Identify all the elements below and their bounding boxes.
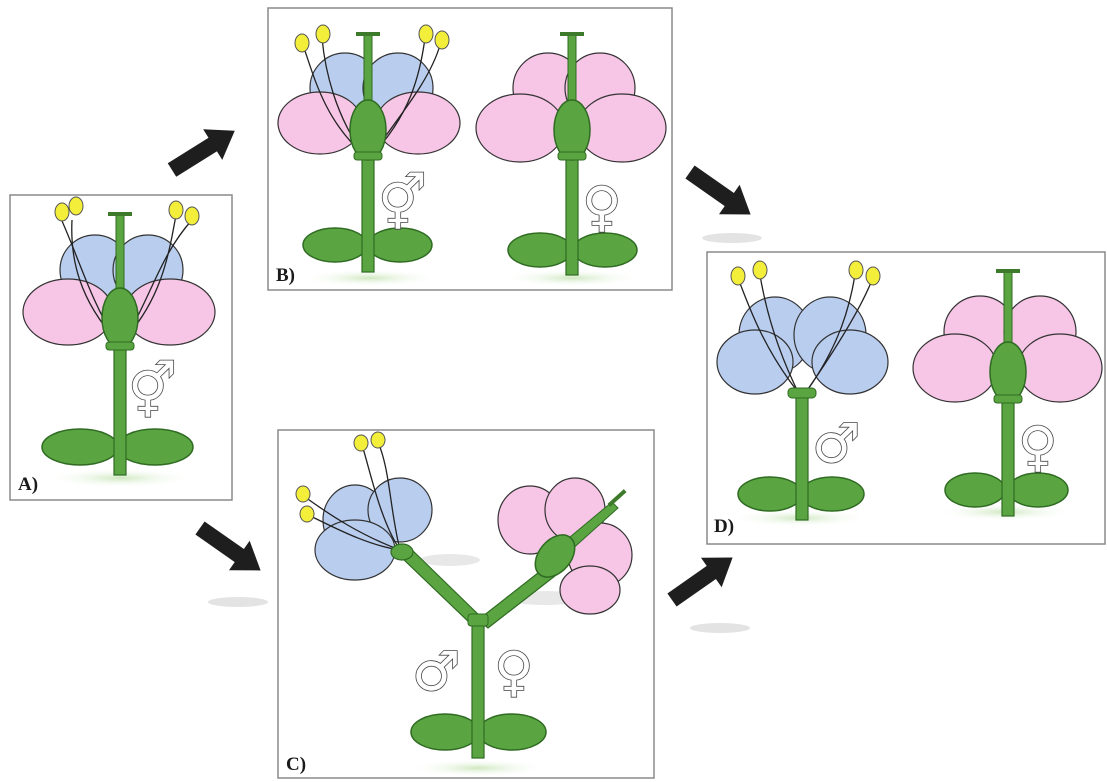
stem: [471, 619, 485, 759]
female-symbol: ♀: [582, 175, 622, 238]
male-symbol: ♂: [812, 412, 860, 475]
hermaphrodite-symbol: ⚥: [128, 360, 177, 423]
panel-a: ⚥ A): [9, 194, 233, 501]
ovary: [534, 534, 576, 578]
arrow-b-to-d: [685, 165, 751, 215]
anther: [294, 33, 310, 53]
leaf: [302, 227, 368, 263]
male-symbol: ♂: [412, 640, 460, 703]
anther: [68, 196, 84, 216]
anther: [168, 200, 184, 220]
panel-c: ♂ ♀ C): [277, 429, 655, 779]
leaf: [477, 713, 547, 751]
stem: [1001, 397, 1015, 517]
arrow-c-to-d: [667, 557, 733, 607]
anther: [299, 505, 315, 523]
anther: [353, 434, 369, 452]
leaf: [116, 428, 194, 466]
panel-a-label: A): [18, 474, 38, 495]
ovary: [989, 341, 1027, 403]
anther: [54, 202, 70, 222]
panel-d: ♂ ♀ D): [706, 251, 1106, 545]
leaf: [799, 476, 865, 512]
ovary: [349, 99, 387, 161]
anther: [370, 431, 386, 449]
leaf: [737, 476, 803, 512]
arrow-a-to-c: [195, 521, 261, 571]
panel-b: ⚥ ♀ B): [267, 7, 673, 291]
arrows: [167, 129, 762, 633]
arrow-a-to-b: [167, 129, 235, 177]
anther: [865, 266, 881, 286]
leaf: [572, 232, 638, 268]
anther: [752, 260, 768, 280]
leaf: [944, 472, 1006, 508]
panel-c-label: C): [286, 754, 306, 775]
anther: [315, 24, 331, 44]
stem: [795, 394, 809, 521]
ovary: [553, 99, 591, 161]
anther: [295, 485, 311, 503]
leaf: [41, 428, 119, 466]
anther: [418, 24, 434, 44]
stem: [361, 149, 375, 273]
anther: [848, 260, 864, 280]
leaf: [1007, 472, 1069, 508]
leaf: [507, 232, 573, 268]
panel-b-label: B): [276, 265, 295, 286]
panel-d-label: D): [714, 516, 734, 537]
stem: [565, 154, 579, 276]
female-symbol: ♀: [1018, 415, 1058, 478]
anther: [730, 266, 746, 286]
anther: [184, 206, 200, 226]
ovary: [101, 287, 139, 349]
anther: [434, 30, 450, 50]
female-symbol: ♀: [494, 640, 534, 703]
hermaphrodite-symbol: ⚥: [378, 172, 427, 235]
leaf: [410, 713, 480, 751]
